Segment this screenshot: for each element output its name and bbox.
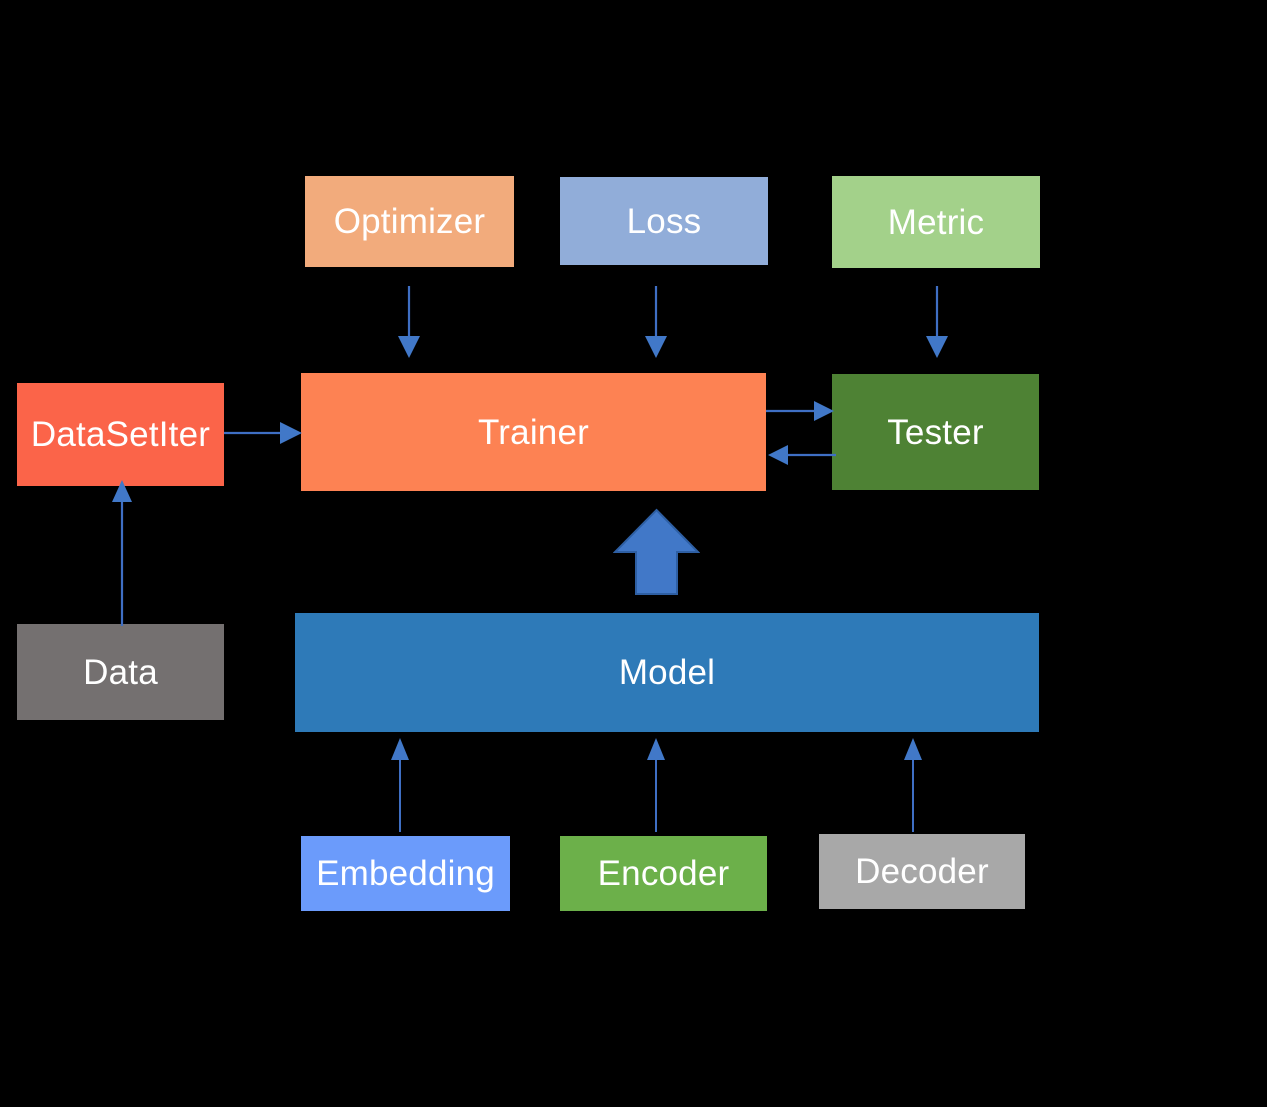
- node-decoder-label: Decoder: [855, 852, 989, 891]
- arrow-metric-to-tester: [916, 286, 958, 366]
- arrow-trainer-to-tester: [766, 392, 836, 430]
- node-data-label: Data: [83, 652, 158, 692]
- node-model[interactable]: Model: [295, 613, 1039, 732]
- node-tester[interactable]: Tester: [832, 374, 1039, 490]
- node-loss[interactable]: Loss: [560, 177, 768, 265]
- arrow-optimizer-to-trainer: [388, 286, 430, 366]
- arrow-datasetiter-to-trainer: [224, 412, 304, 454]
- arrow-data-to-datasetiter: [102, 478, 144, 626]
- node-metric[interactable]: Metric: [832, 176, 1040, 268]
- arrow-decoder-to-model: [893, 736, 933, 832]
- node-encoder[interactable]: Encoder: [560, 836, 767, 911]
- node-trainer[interactable]: Trainer: [301, 373, 766, 491]
- node-encoder-label: Encoder: [597, 854, 730, 893]
- node-data[interactable]: Data: [17, 624, 224, 720]
- arrow-tester-to-trainer: [766, 436, 836, 474]
- node-metric-label: Metric: [887, 202, 985, 242]
- node-trainer-label: Trainer: [478, 412, 589, 452]
- arrow-loss-to-trainer: [635, 286, 677, 366]
- node-datasetiter-label: DataSetIter: [30, 415, 211, 454]
- node-embedding[interactable]: Embedding: [301, 836, 510, 911]
- arrow-encoder-to-model: [636, 736, 676, 832]
- node-optimizer[interactable]: Optimizer: [305, 176, 514, 267]
- node-optimizer-label: Optimizer: [333, 202, 486, 241]
- arrow-embedding-to-model: [380, 736, 420, 832]
- node-model-label: Model: [618, 653, 716, 692]
- node-decoder[interactable]: Decoder: [819, 834, 1025, 909]
- node-embedding-label: Embedding: [316, 854, 495, 893]
- node-tester-label: Tester: [887, 412, 984, 452]
- block-arrow-model-to-trainer: [612, 508, 701, 596]
- node-loss-label: Loss: [626, 201, 702, 241]
- node-datasetiter[interactable]: DataSetIter: [17, 383, 224, 486]
